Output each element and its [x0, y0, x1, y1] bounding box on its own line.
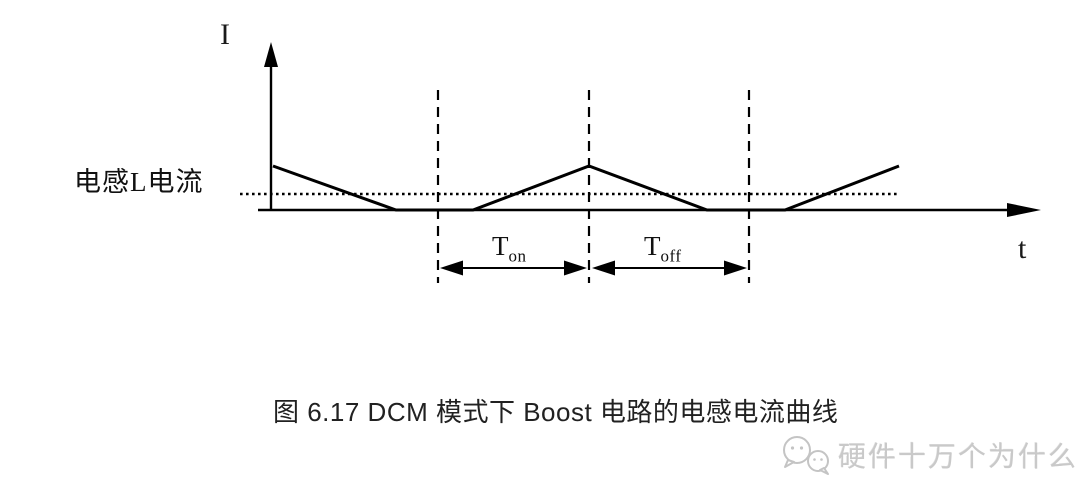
watermark: 硬件十万个为什么 [778, 434, 1078, 476]
toff-arrowhead-left-icon [592, 260, 615, 276]
y-axis-label: I [220, 18, 230, 51]
ton-arrowhead-right-icon [564, 260, 587, 276]
x-axis-arrowhead-icon [1007, 203, 1041, 217]
toff-arrowhead-right-icon [724, 260, 747, 276]
x-axis-label: t [1018, 232, 1027, 265]
ton-arrowhead-left-icon [440, 260, 463, 276]
watermark-text: 硬件十万个为什么 [838, 441, 1079, 472]
toff-label: Toff [644, 231, 682, 266]
y-axis-arrowhead-icon [264, 42, 278, 67]
ton-label-main: T [492, 231, 509, 261]
wechat-chat-bubbles-icon [783, 436, 829, 475]
toff-label-sub: off [660, 246, 682, 266]
ton-label: Ton [492, 231, 527, 266]
inductor-current-curve [272, 164, 900, 212]
figure-caption: 图 6.17 DCM 模式下 Boost 电路的电感电流曲线 [273, 397, 839, 427]
toff-label-main: T [644, 231, 661, 261]
ton-label-sub: on [508, 246, 527, 266]
inductor-current-label: 电感L电流 [74, 167, 204, 197]
